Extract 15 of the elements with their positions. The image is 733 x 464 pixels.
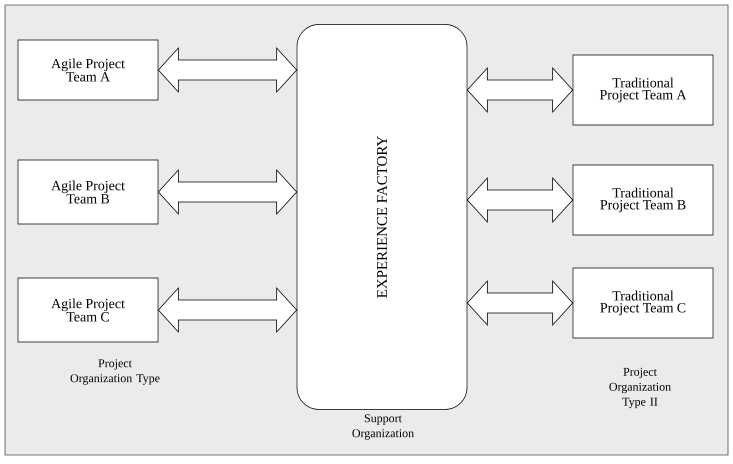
double-arrow	[466, 66, 574, 114]
caption-text: Project Organization Type	[70, 359, 160, 385]
caption-text: Project Organization Type II	[609, 368, 671, 408]
process-box: Traditional Project Team A	[572, 54, 714, 126]
rounded-box: EXPERIENCE FACTORY	[296, 24, 468, 410]
process-box: Traditional Project Team B	[572, 164, 714, 236]
double-arrow	[158, 46, 298, 94]
process-box: Agile Project Team C	[18, 278, 158, 342]
process-box: Agile Project Team A	[18, 40, 158, 100]
double-arrow	[158, 286, 298, 334]
process-box: Agile Project Team B	[18, 160, 158, 224]
double-arrow	[158, 168, 298, 216]
double-arrow	[466, 176, 574, 224]
process-box: Traditional Project Team C	[572, 268, 714, 338]
double-arrow	[466, 280, 574, 326]
